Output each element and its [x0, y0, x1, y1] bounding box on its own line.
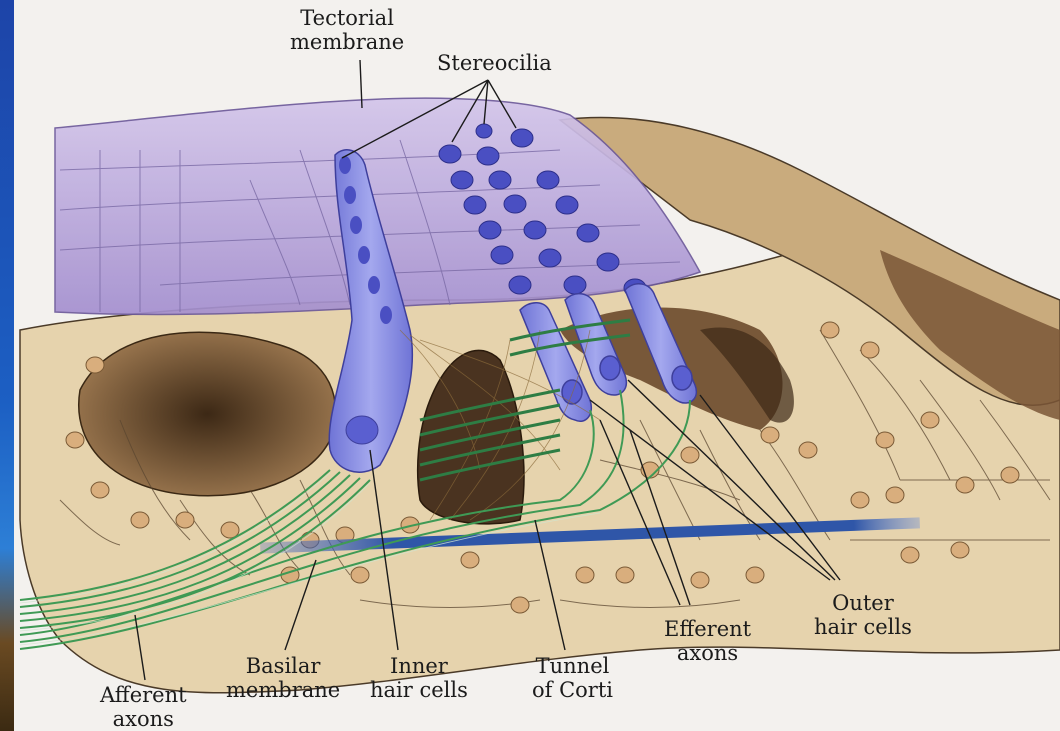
label-efferent-axons: Efferent axons: [664, 617, 751, 665]
label-inner-hair-cells: Inner hair cells: [370, 654, 468, 702]
label-tunnel-of-corti: Tunnel of Corti: [532, 654, 613, 702]
label-stereocilia: Stereocilia: [437, 51, 552, 75]
label-afferent-axons: Afferent axons: [100, 683, 187, 731]
label-tectorial-membrane: Tectorial membrane: [290, 6, 404, 54]
label-outer-hair-cells: Outer hair cells: [814, 591, 912, 639]
inner-sulcus-cavity: [79, 332, 336, 496]
label-basilar-membrane: Basilar membrane: [226, 654, 340, 702]
